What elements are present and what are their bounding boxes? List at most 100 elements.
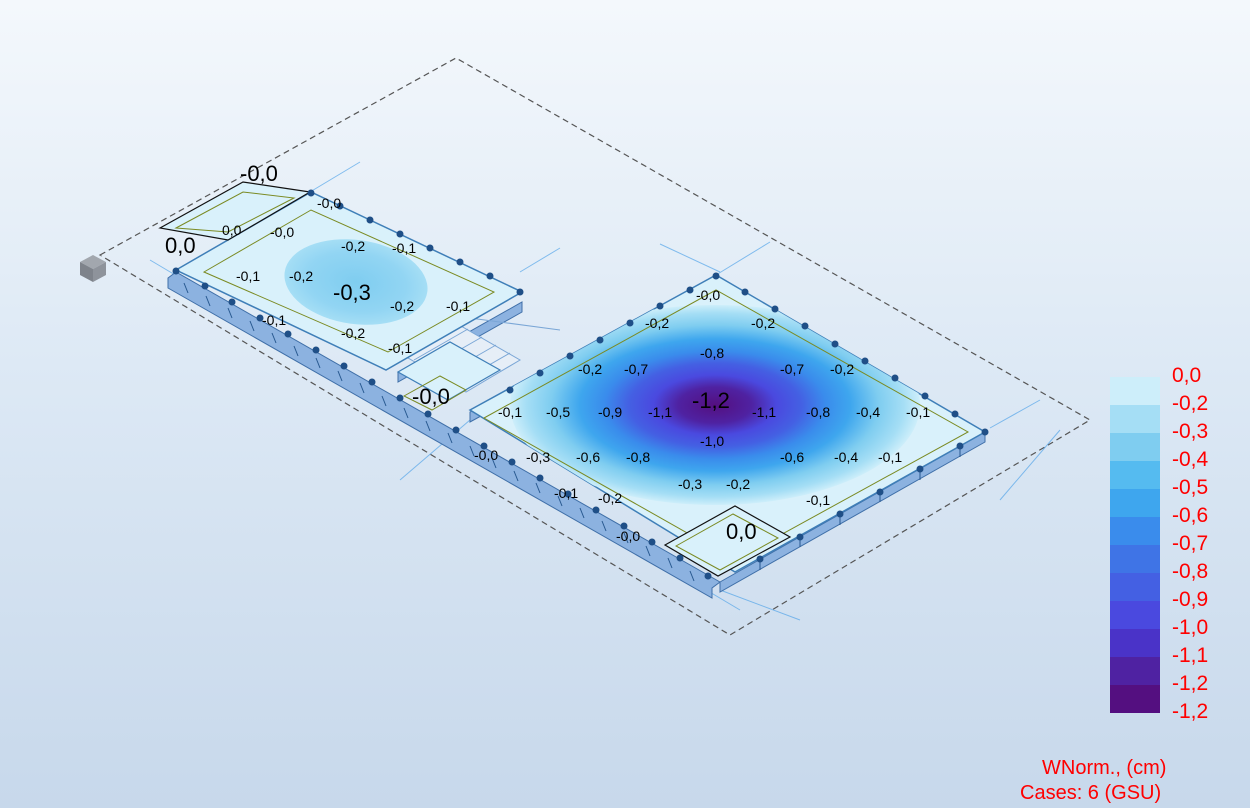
value-label: -0,0 xyxy=(270,224,294,240)
legend-swatch xyxy=(1110,601,1160,629)
value-label: -0,2 xyxy=(645,315,669,331)
legend-label: -1,0 xyxy=(1172,616,1209,639)
legend-entry: -1,2 xyxy=(1110,700,1250,728)
value-label: -0,0 xyxy=(474,447,498,463)
value-label-large: -0,3 xyxy=(333,280,371,305)
legend-entry: -0,6 xyxy=(1110,504,1250,545)
legend-label: 0,0 xyxy=(1172,364,1202,387)
legend-label: -0,5 xyxy=(1172,476,1209,499)
legend-entry: -0,9 xyxy=(1110,588,1250,629)
legend-swatch xyxy=(1110,405,1160,433)
value-label: -0,0 xyxy=(317,195,341,211)
legend-label: -1,2 xyxy=(1172,700,1209,723)
deflection-contour xyxy=(510,305,920,505)
legend-label: -0,3 xyxy=(1172,420,1209,443)
value-label: -0,2 xyxy=(578,361,602,377)
legend-label: -0,9 xyxy=(1172,588,1209,611)
value-label: 0,0 xyxy=(222,222,242,238)
value-label: -0,1 xyxy=(446,298,470,314)
value-label-large: -0,0 xyxy=(412,384,450,409)
value-label: -0,2 xyxy=(289,268,313,284)
value-label: -0,1 xyxy=(388,340,412,356)
value-label: -0,2 xyxy=(390,298,414,314)
value-label: -0,8 xyxy=(626,449,650,465)
value-label: -0,1 xyxy=(498,404,522,420)
legend-label: -0,4 xyxy=(1172,448,1209,471)
legend-label: -0,2 xyxy=(1172,392,1209,415)
value-label: -0,7 xyxy=(780,361,804,377)
value-label: -0,1 xyxy=(554,485,578,501)
connector-panel-outline xyxy=(402,375,468,411)
legend-swatch xyxy=(1110,517,1160,545)
legend-entry: -0,3 xyxy=(1110,420,1250,461)
legend-entry: -1,0 xyxy=(1110,616,1250,657)
value-label: -0,5 xyxy=(546,404,570,420)
reference-cube-icon[interactable] xyxy=(80,255,106,282)
bottom-panel xyxy=(663,505,792,577)
legend-entry: -0,4 xyxy=(1110,448,1250,489)
value-label: -1,1 xyxy=(648,404,672,420)
value-label-large: -0,0 xyxy=(240,161,278,186)
dashed-bounding-box xyxy=(98,57,1092,636)
top-left-panel-outline xyxy=(174,191,296,233)
value-label: -0,2 xyxy=(341,325,365,341)
legend-label: -0,7 xyxy=(1172,532,1209,555)
legend-swatch xyxy=(1110,377,1160,405)
value-label: -0,6 xyxy=(576,449,600,465)
legend-swatch xyxy=(1110,433,1160,461)
legend-swatch xyxy=(1110,461,1160,489)
legend-title: WNorm., (cm) xyxy=(1042,757,1167,779)
right-slab-inner-outline xyxy=(482,289,970,561)
legend-entry: -0,8 xyxy=(1110,560,1250,601)
legend: 0,0 -0,2 -0,3 -0,4 -0,5 -0,6 -0,7 -0,8 -… xyxy=(1110,364,1250,728)
legend-swatch xyxy=(1110,545,1160,573)
legend-entry: -1,1 xyxy=(1110,644,1250,685)
legend-entry: -0,2 xyxy=(1110,392,1250,433)
legend-swatch xyxy=(1110,629,1160,657)
value-label: -1,1 xyxy=(752,404,776,420)
value-label: -0,3 xyxy=(526,449,550,465)
left-slab-inner-outline xyxy=(202,209,496,353)
value-label: -0,1 xyxy=(236,268,260,284)
legend-entry: -0,5 xyxy=(1110,476,1250,517)
load-case-label: Cases: 6 (GSU) xyxy=(1020,782,1162,804)
value-label: -0,2 xyxy=(751,315,775,331)
value-label-large: 0,0 xyxy=(165,233,196,258)
value-label: -0,1 xyxy=(392,240,416,256)
value-label: -0,2 xyxy=(830,361,854,377)
value-label: -0,6 xyxy=(780,449,804,465)
legend-entry: -1,2 xyxy=(1110,672,1250,713)
value-label: -0,0 xyxy=(696,287,720,303)
legend-swatch xyxy=(1110,657,1160,685)
legend-swatch xyxy=(1110,573,1160,601)
value-label: -1,0 xyxy=(700,433,724,449)
value-label: -0,1 xyxy=(262,312,286,328)
value-label: -0,8 xyxy=(700,345,724,361)
columns xyxy=(172,189,989,580)
value-label: -0,7 xyxy=(624,361,648,377)
value-label: -0,8 xyxy=(806,404,830,420)
value-label: -0,1 xyxy=(806,492,830,508)
value-label: -0,3 xyxy=(678,476,702,492)
legend-swatch xyxy=(1110,685,1160,713)
legend-swatch xyxy=(1110,489,1160,517)
left-contour xyxy=(284,239,428,325)
legend-entry: -0,7 xyxy=(1110,532,1250,573)
value-label: -0,2 xyxy=(726,476,750,492)
legend-label: -0,6 xyxy=(1172,504,1209,527)
value-label: -0,1 xyxy=(906,404,930,420)
value-label-large: 0,0 xyxy=(726,519,757,544)
value-label: -0,9 xyxy=(598,404,622,420)
value-label: -0,4 xyxy=(856,404,880,420)
legend-label: -1,2 xyxy=(1172,672,1209,695)
value-label-large: -1,2 xyxy=(692,388,730,413)
bottom-panel-outline xyxy=(674,513,780,571)
legend-label: -0,8 xyxy=(1172,560,1209,583)
value-label: -0,0 xyxy=(616,528,640,544)
value-label: -0,4 xyxy=(834,449,858,465)
legend-label: -1,1 xyxy=(1172,644,1209,667)
value-label: -0,2 xyxy=(598,490,622,506)
legend-entry: 0,0 xyxy=(1110,364,1250,405)
value-label: -0,2 xyxy=(341,238,365,254)
